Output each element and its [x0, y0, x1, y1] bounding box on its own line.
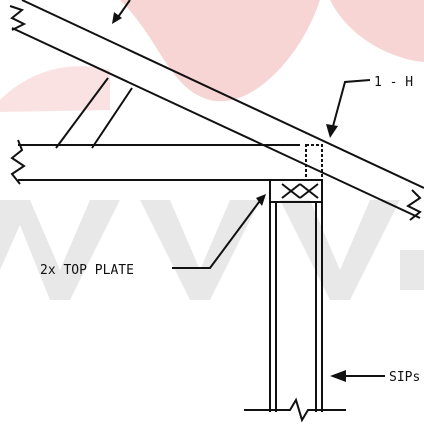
watermark-red-shape-left — [0, 66, 110, 112]
top-plate — [269, 179, 323, 203]
rafter-arrowhead-top — [112, 12, 122, 24]
top-plate-label: 2x TOP PLATE — [40, 263, 134, 278]
sips-label: SIPs — [389, 370, 420, 385]
hanger-arrowhead — [326, 124, 338, 138]
watermark — [0, 0, 424, 300]
watermark-letters — [0, 200, 424, 300]
rafter-break-top — [9, 5, 27, 31]
watermark-red-shape-right — [330, 0, 424, 62]
arrowheads — [112, 12, 346, 382]
hanger-label: 1 - H — [374, 75, 413, 90]
rafter — [9, 0, 424, 221]
rafter-break-bottom — [406, 189, 422, 221]
wall-arrowhead — [330, 370, 346, 382]
ceiling-joist — [10, 139, 322, 185]
wall-break — [244, 397, 346, 423]
joist-break — [10, 139, 26, 185]
top-plate-leader — [172, 197, 263, 269]
watermark-red-shape — [120, 0, 320, 102]
sip-wall — [244, 202, 346, 423]
hanger-block — [305, 144, 323, 181]
strut — [55, 77, 133, 149]
top-plate-arrowhead — [256, 194, 266, 206]
hanger-leader — [331, 79, 371, 131]
framing-lines — [9, 0, 424, 423]
